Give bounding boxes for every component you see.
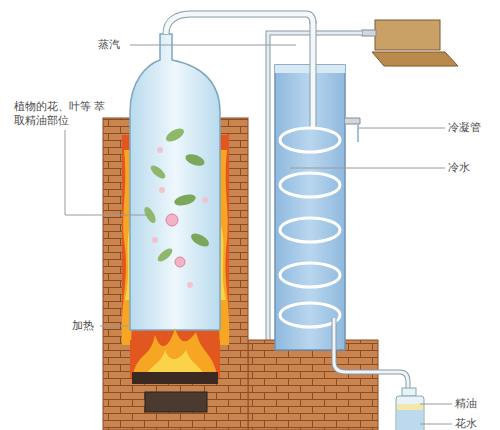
leader-line xyxy=(420,404,452,405)
coil-inlet-outline xyxy=(310,20,317,128)
tank-body xyxy=(375,20,440,50)
bottle-body xyxy=(396,396,424,430)
plant-material xyxy=(142,126,211,288)
outlet-pipe-outline xyxy=(334,318,408,398)
petal xyxy=(159,187,165,193)
leaf xyxy=(149,163,168,181)
callout-label: 冷凝管 xyxy=(448,121,498,135)
coil-loop xyxy=(280,303,340,327)
petal xyxy=(152,237,158,243)
callout-label: 花水 xyxy=(455,417,500,430)
coil-loop xyxy=(280,218,340,242)
leader-line xyxy=(65,130,150,215)
leaf xyxy=(189,231,211,250)
overflow-drip xyxy=(357,124,359,142)
coil-inlet xyxy=(311,20,316,128)
callout-label: 植物的花、叶等 萃取精油部位 xyxy=(14,100,109,128)
bottle-neck xyxy=(402,388,416,396)
condenser-coil xyxy=(280,20,340,327)
tank-shelf xyxy=(372,52,458,66)
steam-pipe xyxy=(166,14,313,34)
leaf xyxy=(184,152,206,168)
brick-wall xyxy=(248,340,378,430)
petal xyxy=(202,197,208,203)
leader-lines xyxy=(65,45,452,424)
leaf xyxy=(156,246,175,264)
leader-line xyxy=(420,424,452,425)
fire xyxy=(132,328,218,378)
water-tank xyxy=(362,20,458,66)
callout-label: 精油 xyxy=(455,397,500,411)
steam-pipe-outline xyxy=(166,14,313,34)
callout-label: 冷水 xyxy=(448,161,498,175)
hydrosol-layer xyxy=(397,410,423,430)
still-vessel xyxy=(130,34,220,330)
flower xyxy=(166,214,178,226)
leader-line xyxy=(100,326,128,327)
tank-tap xyxy=(362,30,376,36)
callout-label: 加热 xyxy=(72,319,102,333)
outlet-pipe xyxy=(334,318,408,398)
coal-bed xyxy=(132,372,218,384)
petal xyxy=(157,147,163,153)
coil-loop xyxy=(280,263,340,287)
ash-pit xyxy=(145,392,207,412)
overflow-pipe xyxy=(345,118,360,124)
collecting-bottle xyxy=(396,388,424,430)
flower xyxy=(175,257,185,267)
oil-layer xyxy=(397,404,423,410)
leader-line xyxy=(358,128,445,129)
leader-line xyxy=(290,168,445,169)
leaf xyxy=(164,126,186,145)
coil-loop xyxy=(280,173,340,197)
leaf xyxy=(173,192,197,207)
coil-loop xyxy=(280,128,340,152)
leader-line xyxy=(130,45,296,46)
callout-label: 蒸汽 xyxy=(98,38,130,52)
petal xyxy=(187,282,193,288)
